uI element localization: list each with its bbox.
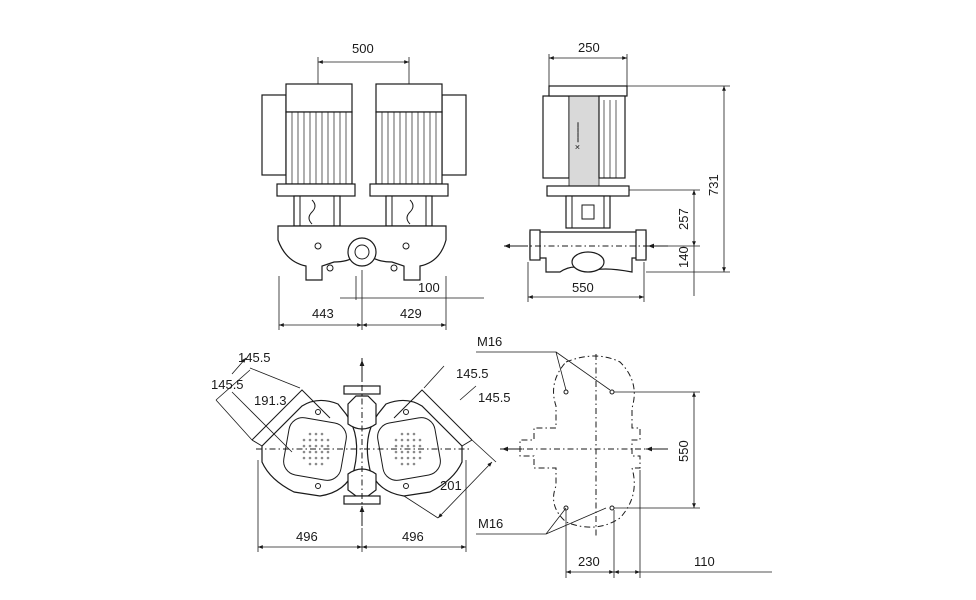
left-impeller-dots (302, 432, 330, 466)
pump-housing-front (277, 225, 447, 281)
side-dimensions: 250 731 257 140 550 (527, 40, 730, 302)
thread-label-bottom: M16 (478, 516, 503, 531)
dim-motor-spacing: 500 (352, 41, 374, 56)
dim-total-height: 731 (706, 174, 721, 196)
dim-right-half: 496 (402, 529, 424, 544)
side-view: ✕ ════ 250 731 257 140 (504, 40, 730, 302)
dim-base-height: 140 (676, 246, 691, 268)
foot-view: M16 M16 550 230 110 (476, 334, 772, 578)
dim-d: 145.5 (478, 390, 511, 405)
left-motor (261, 83, 356, 227)
front-dimensions: 500 443 429 100 (278, 41, 484, 330)
top-view: 145.5 145.5 191.3 145.5 145.5 201 496 49… (211, 350, 511, 552)
xylem-logo: ✕ ════ (575, 122, 582, 150)
dim-c: 145.5 (456, 366, 489, 381)
dim-left-width: 443 (312, 306, 334, 321)
thread-label-top: M16 (477, 334, 502, 349)
dim-b: 145.5 (211, 377, 244, 392)
dim-motor-width: 250 (578, 40, 600, 55)
dim-a: 145.5 (238, 350, 271, 365)
dim-foot-height: 550 (676, 440, 691, 462)
foot-dimensions: 550 230 110 (565, 391, 772, 578)
dim-pipe-offset: 100 (418, 280, 440, 295)
dim-201: 201 (440, 478, 462, 493)
right-motor (369, 83, 467, 227)
dim-left-half: 496 (296, 529, 318, 544)
right-impeller-dots (394, 432, 422, 466)
front-view: 500 443 429 100 (261, 41, 484, 330)
dim-diag: 191.3 (254, 393, 287, 408)
dim-port-to-port: 550 (572, 280, 594, 295)
dim-110: 110 (694, 554, 715, 569)
dim-right-width: 429 (400, 306, 422, 321)
top-dimensions: 145.5 145.5 191.3 145.5 145.5 201 496 49… (211, 350, 511, 552)
dim-upper-height: 257 (676, 208, 691, 230)
dim-230: 230 (578, 554, 600, 569)
